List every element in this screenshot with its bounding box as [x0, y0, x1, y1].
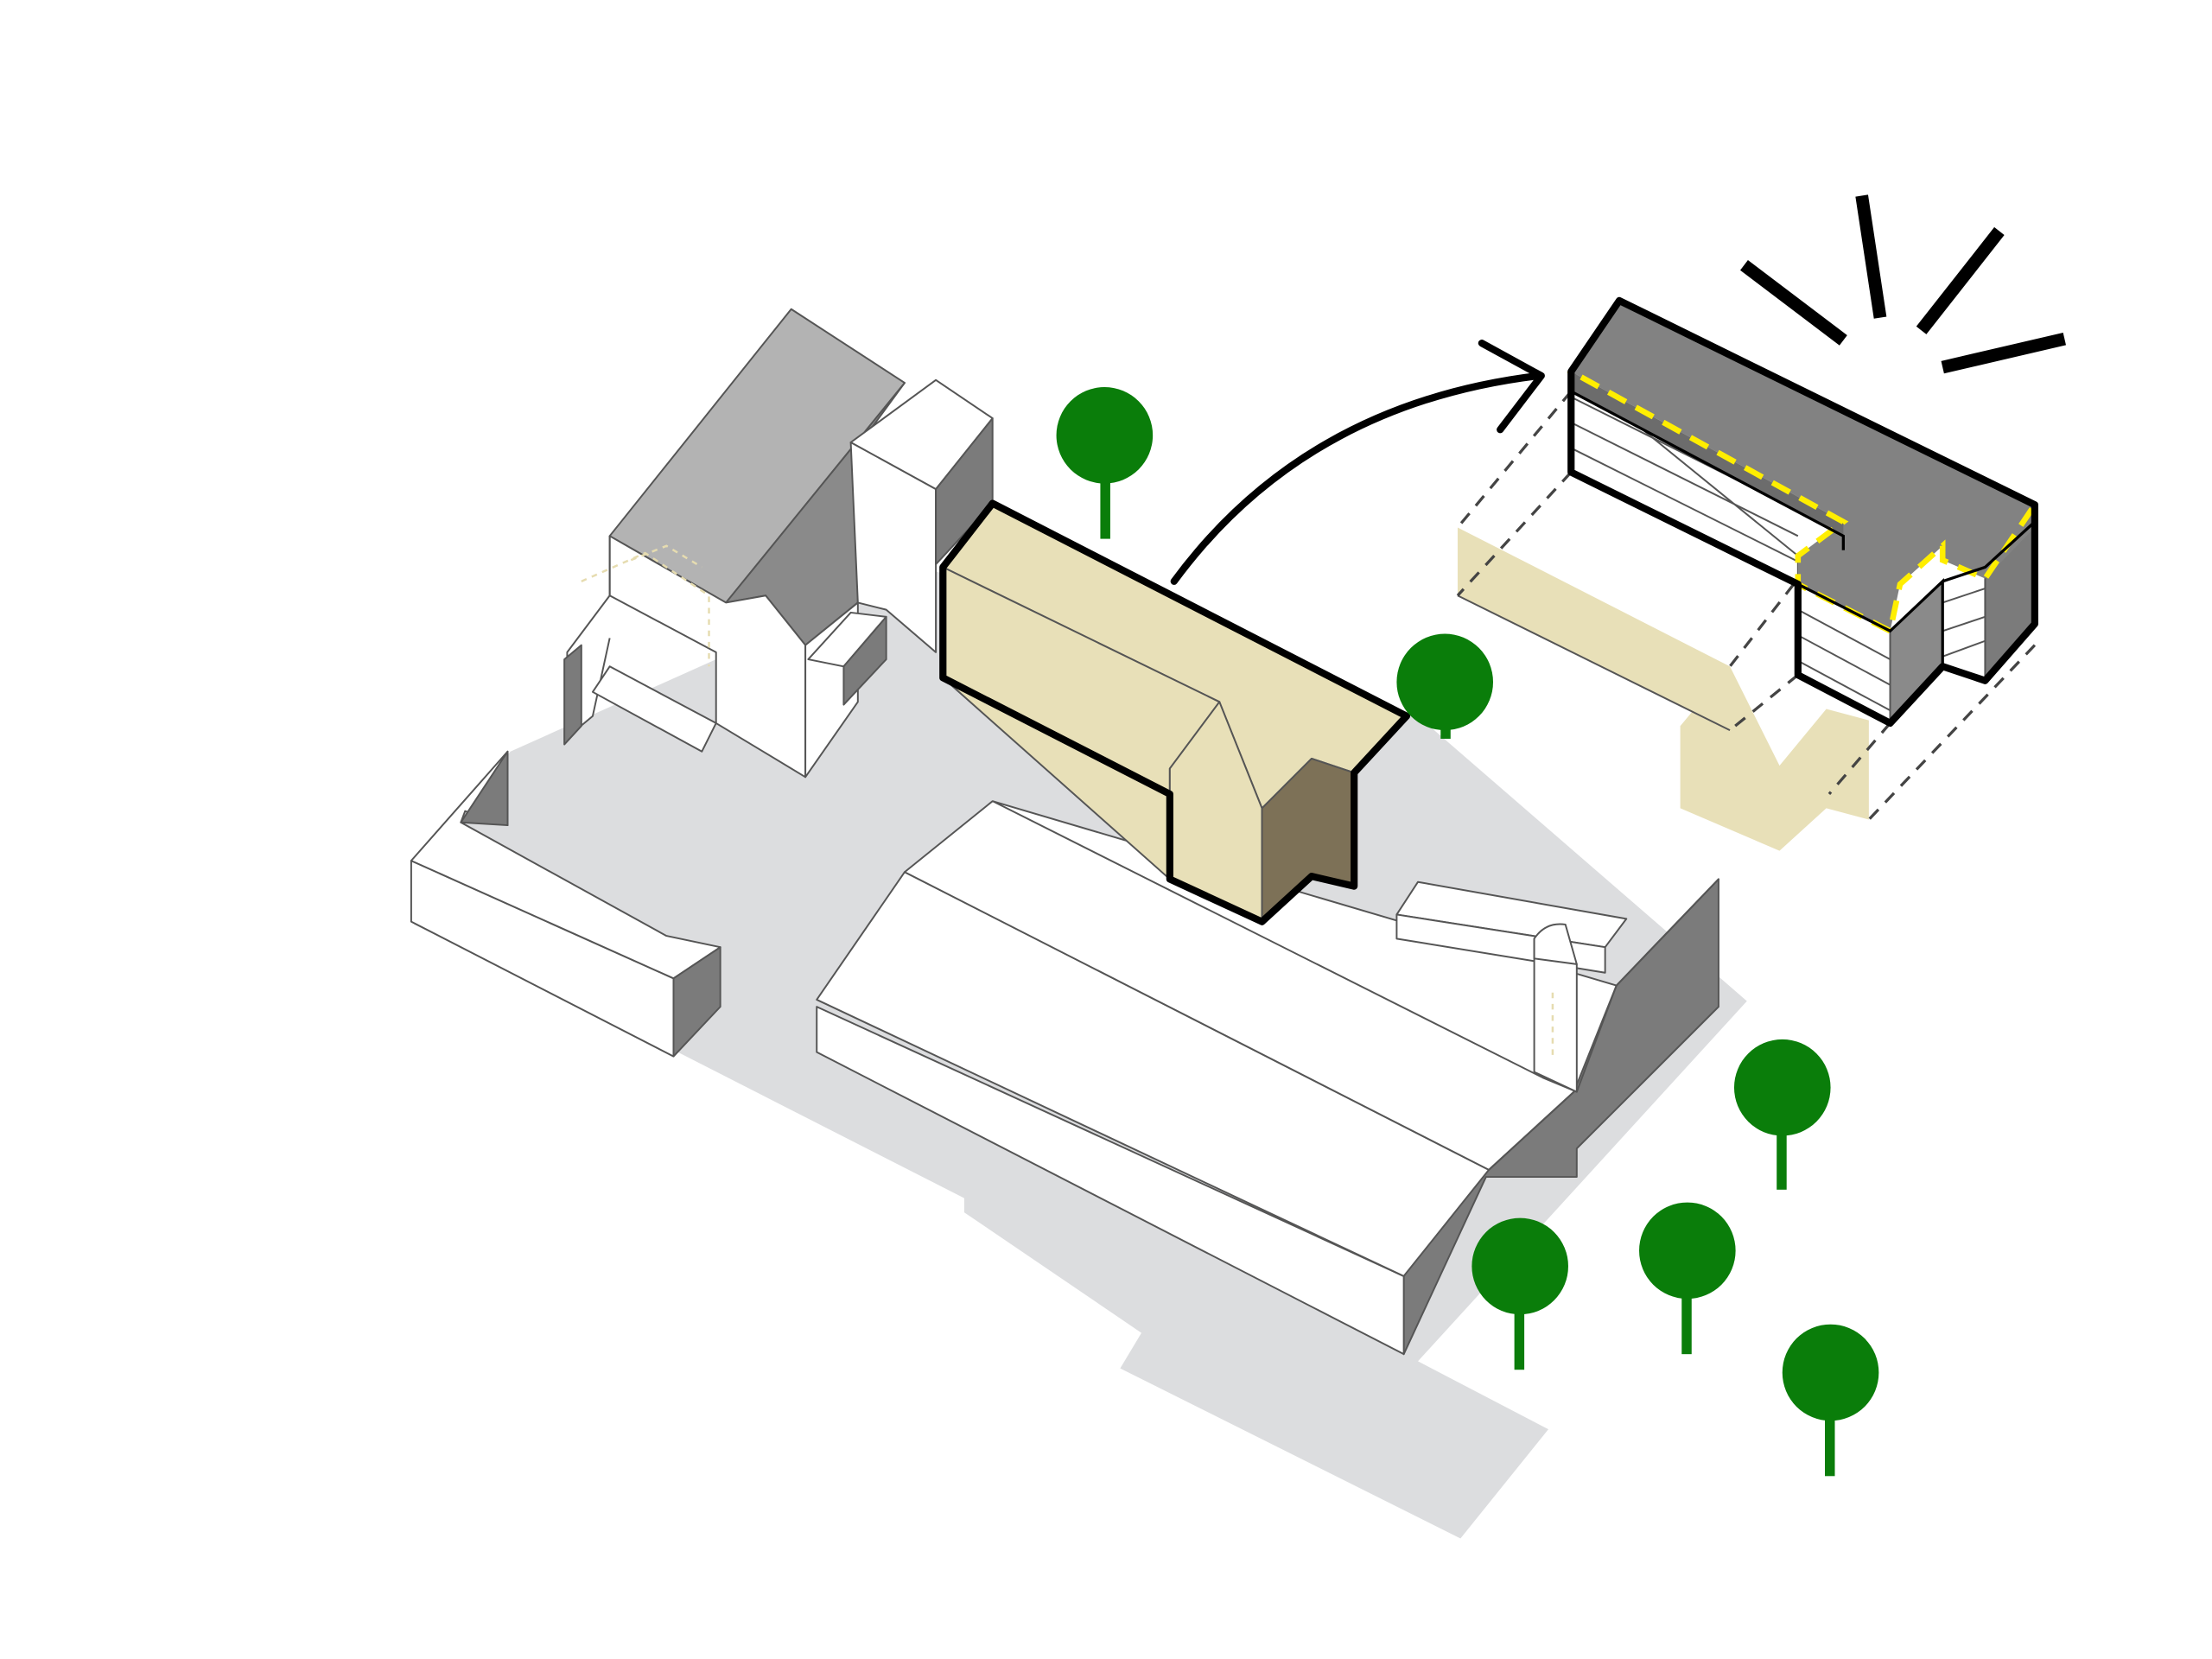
tree-icon-3 [1733, 1039, 1831, 1190]
left-long-block [410, 750, 721, 1058]
tree-icon-5 [1639, 1202, 1736, 1355]
tree-icon-2 [1396, 633, 1493, 739]
tree-icon-1 [1056, 387, 1154, 539]
curved-arrow-icon [1170, 340, 1545, 585]
gabled-building [563, 308, 994, 779]
emphasis-burst-icon [1740, 194, 2067, 374]
large-shed-building [816, 800, 1719, 1356]
exploded-volume [1456, 296, 2039, 851]
right-small-buildings [1395, 880, 1628, 1093]
existing-building-volume [939, 499, 1410, 925]
tree-icon-6 [1782, 1324, 1879, 1477]
tree-icon-4 [1471, 1217, 1568, 1370]
